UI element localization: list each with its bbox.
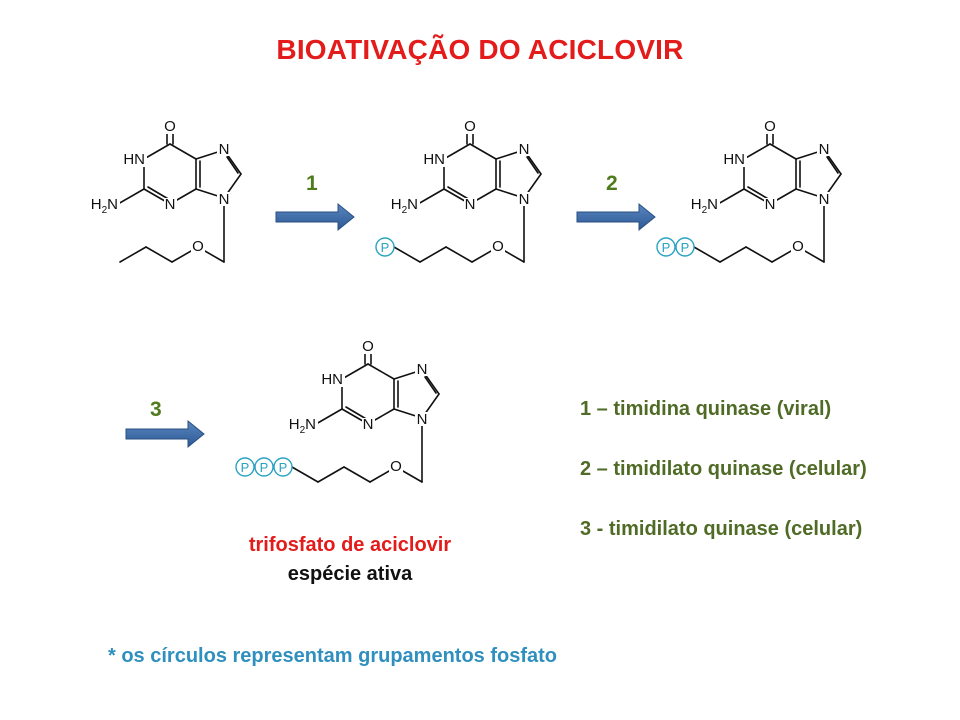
structure-aciclovir-monofosfato: O HN N N N H2N O O P	[375, 118, 542, 263]
nh-label: HN	[723, 151, 745, 168]
phosphate-circle: P	[254, 457, 274, 477]
phosphate-label: P	[241, 460, 250, 475]
amino-subscript: 2	[300, 425, 306, 436]
amino-n: N	[305, 416, 316, 433]
phosphate-label: P	[681, 240, 690, 255]
nitrogen-7-label: N	[417, 361, 428, 378]
nitrogen-9-label: N	[219, 191, 230, 208]
oxygen-carbonyl-label: O	[764, 118, 776, 135]
step-number-1: 1	[306, 172, 318, 195]
nitrogen-7-label: N	[519, 141, 530, 158]
reaction-arrow-1	[275, 202, 355, 232]
nh-label: HN	[321, 371, 343, 388]
phosphate-circle: P	[375, 237, 395, 257]
step-number-2: 2	[606, 172, 618, 195]
product-label: espécie ativa	[287, 563, 413, 585]
reaction-arrow-3	[125, 419, 205, 449]
nitrogen-3-label: N	[363, 416, 374, 433]
amino-n: N	[407, 196, 418, 213]
nitrogen-7-label: N	[819, 141, 830, 158]
page-title: BIOATIVAÇÃO DO ACICLOVIR	[276, 34, 684, 65]
footnote: * os círculos representam grupamentos fo…	[108, 645, 558, 667]
step-number-3: 3	[150, 398, 162, 421]
nitrogen-7-label: N	[219, 141, 230, 158]
nitrogen-9-label: N	[519, 191, 530, 208]
phosphate-label: P	[662, 240, 671, 255]
oxygen-carbonyl-label: O	[464, 118, 476, 135]
product-name: trifosfato de aciclovir	[248, 534, 452, 556]
ether-oxygen-label: O	[390, 458, 402, 475]
nitrogen-3-label: N	[465, 196, 476, 213]
amino-label: H2N	[391, 196, 418, 216]
ether-oxygen-label: O	[492, 238, 504, 255]
amino-label: H2N	[91, 196, 118, 216]
amino-subscript: 2	[402, 205, 408, 216]
structure-aciclovir-trifosfato: O HN N N N H2N O O PPP	[235, 338, 440, 483]
enzyme-3: 3 - timidilato quinase (celular)	[580, 518, 863, 540]
oxygen-carbonyl-label: O	[164, 118, 176, 135]
ether-oxygen-label: O	[792, 238, 804, 255]
nh-label: HN	[123, 151, 145, 168]
phosphate-circle: P	[675, 237, 695, 257]
amino-label: H2N	[289, 416, 316, 436]
amino-h: H	[691, 196, 702, 213]
amino-h: H	[289, 416, 300, 433]
nitrogen-9-label: N	[819, 191, 830, 208]
reaction-arrow-2	[576, 202, 656, 232]
amino-n: N	[107, 196, 118, 213]
phosphate-circle: P	[656, 237, 676, 257]
nitrogen-9-label: N	[417, 411, 428, 428]
phosphate-label: P	[279, 460, 288, 475]
nh-label: HN	[423, 151, 445, 168]
structure-aciclovir-difosfato: O HN N N N H2N O O PP	[656, 118, 842, 263]
phosphate-circle: P	[273, 457, 293, 477]
nitrogen-3-label: N	[765, 196, 776, 213]
oxygen-carbonyl-label: O	[362, 338, 374, 355]
nitrogen-3-label: N	[165, 196, 176, 213]
structure-aciclovir: O HN N N N H2N O HO	[88, 118, 242, 263]
amino-subscript: 2	[102, 205, 108, 216]
enzyme-1: 1 – timidina quinase (viral)	[580, 398, 832, 420]
phosphate-label: P	[381, 240, 390, 255]
enzyme-2: 2 – timidilato quinase (celular)	[580, 458, 867, 480]
amino-n: N	[707, 196, 718, 213]
amino-h: H	[91, 196, 102, 213]
amino-subscript: 2	[702, 205, 708, 216]
amino-label: H2N	[691, 196, 718, 216]
phosphate-label: P	[260, 460, 269, 475]
amino-h: H	[391, 196, 402, 213]
phosphate-circle: P	[235, 457, 255, 477]
enzyme-legend: 1 – timidina quinase (viral) 2 – timidil…	[580, 398, 867, 578]
ether-oxygen-label: O	[192, 238, 204, 255]
